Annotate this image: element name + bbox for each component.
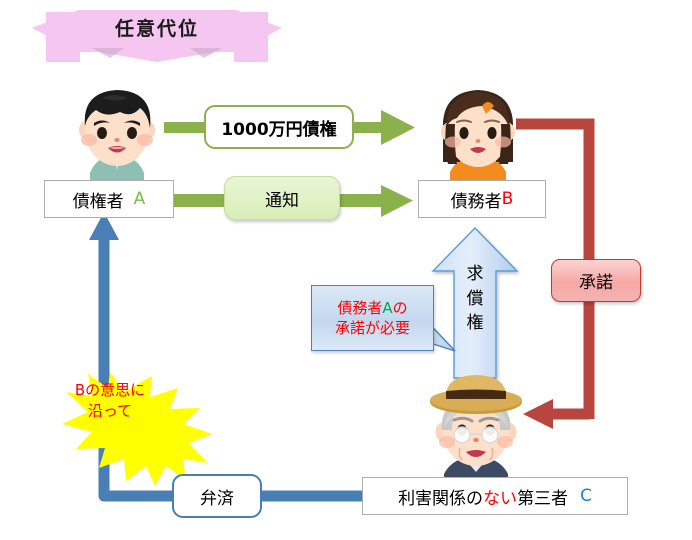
creditor-label-box[interactable]: 債権者 A: [44, 180, 174, 218]
debtor-label-code: B: [501, 189, 514, 209]
repayment-label: 弁済: [200, 488, 234, 509]
reimbursement-char-2: 償: [466, 288, 484, 309]
consent-required-callout[interactable]: 債務者Aの 承諾が必要: [311, 285, 434, 351]
consent-box[interactable]: 承諾: [551, 259, 641, 302]
callout-line1-suffix: の: [392, 298, 408, 317]
creditor-label-main: 債権者: [72, 191, 124, 212]
starburst-text: Bの意思に 沿って: [30, 380, 190, 422]
debtor-avatar: [424, 80, 532, 182]
third-party-label-box[interactable]: 利害関係のない第三者 C: [362, 477, 628, 515]
starburst-line-1: Bの意思に: [74, 381, 146, 399]
callout-line1-code: A: [382, 298, 393, 317]
callout-line1-prefix: 債務者: [337, 298, 383, 317]
reimbursement-char-3: 権: [466, 313, 484, 334]
banner-title-text: 任意代位: [114, 18, 199, 40]
claim-arrow-green: [164, 110, 415, 145]
third-party-label-highlight: ない: [483, 488, 518, 509]
callout-line-1: 債務者Aの: [337, 298, 407, 318]
claim-amount-label: 1000万円債権: [221, 119, 337, 140]
third-party-label-part2: 第三者: [517, 488, 569, 509]
creditor-label-code: A: [133, 189, 146, 209]
reimbursement-char-1: 求: [466, 264, 484, 284]
notice-arrow-green: [160, 185, 413, 217]
repayment-box[interactable]: 弁済: [172, 474, 262, 518]
reimbursement-arrow-label: 求 償 権: [462, 262, 488, 336]
consent-arrow-red: [516, 118, 595, 429]
starburst-line-2: 沿って: [87, 402, 133, 420]
repayment-arrow-blue: [89, 212, 366, 502]
callout-line-2: 承諾が必要: [334, 319, 410, 337]
consent-label: 承諾: [579, 273, 613, 293]
title-banner: 任意代位: [32, 4, 282, 66]
notice-label: 通知: [265, 190, 299, 211]
starburst-shape: [62, 372, 212, 486]
claim-amount-box[interactable]: 1000万円債権: [204, 105, 354, 149]
creditor-avatar: [62, 78, 172, 183]
third-party-avatar: [418, 372, 534, 484]
debtor-label-main: 債務者: [450, 191, 502, 212]
third-party-label-code: C: [580, 486, 592, 506]
banner-ribbon-shape: [32, 10, 282, 62]
notice-box[interactable]: 通知: [224, 176, 340, 220]
third-party-label-part1: 利害関係の: [398, 488, 484, 509]
